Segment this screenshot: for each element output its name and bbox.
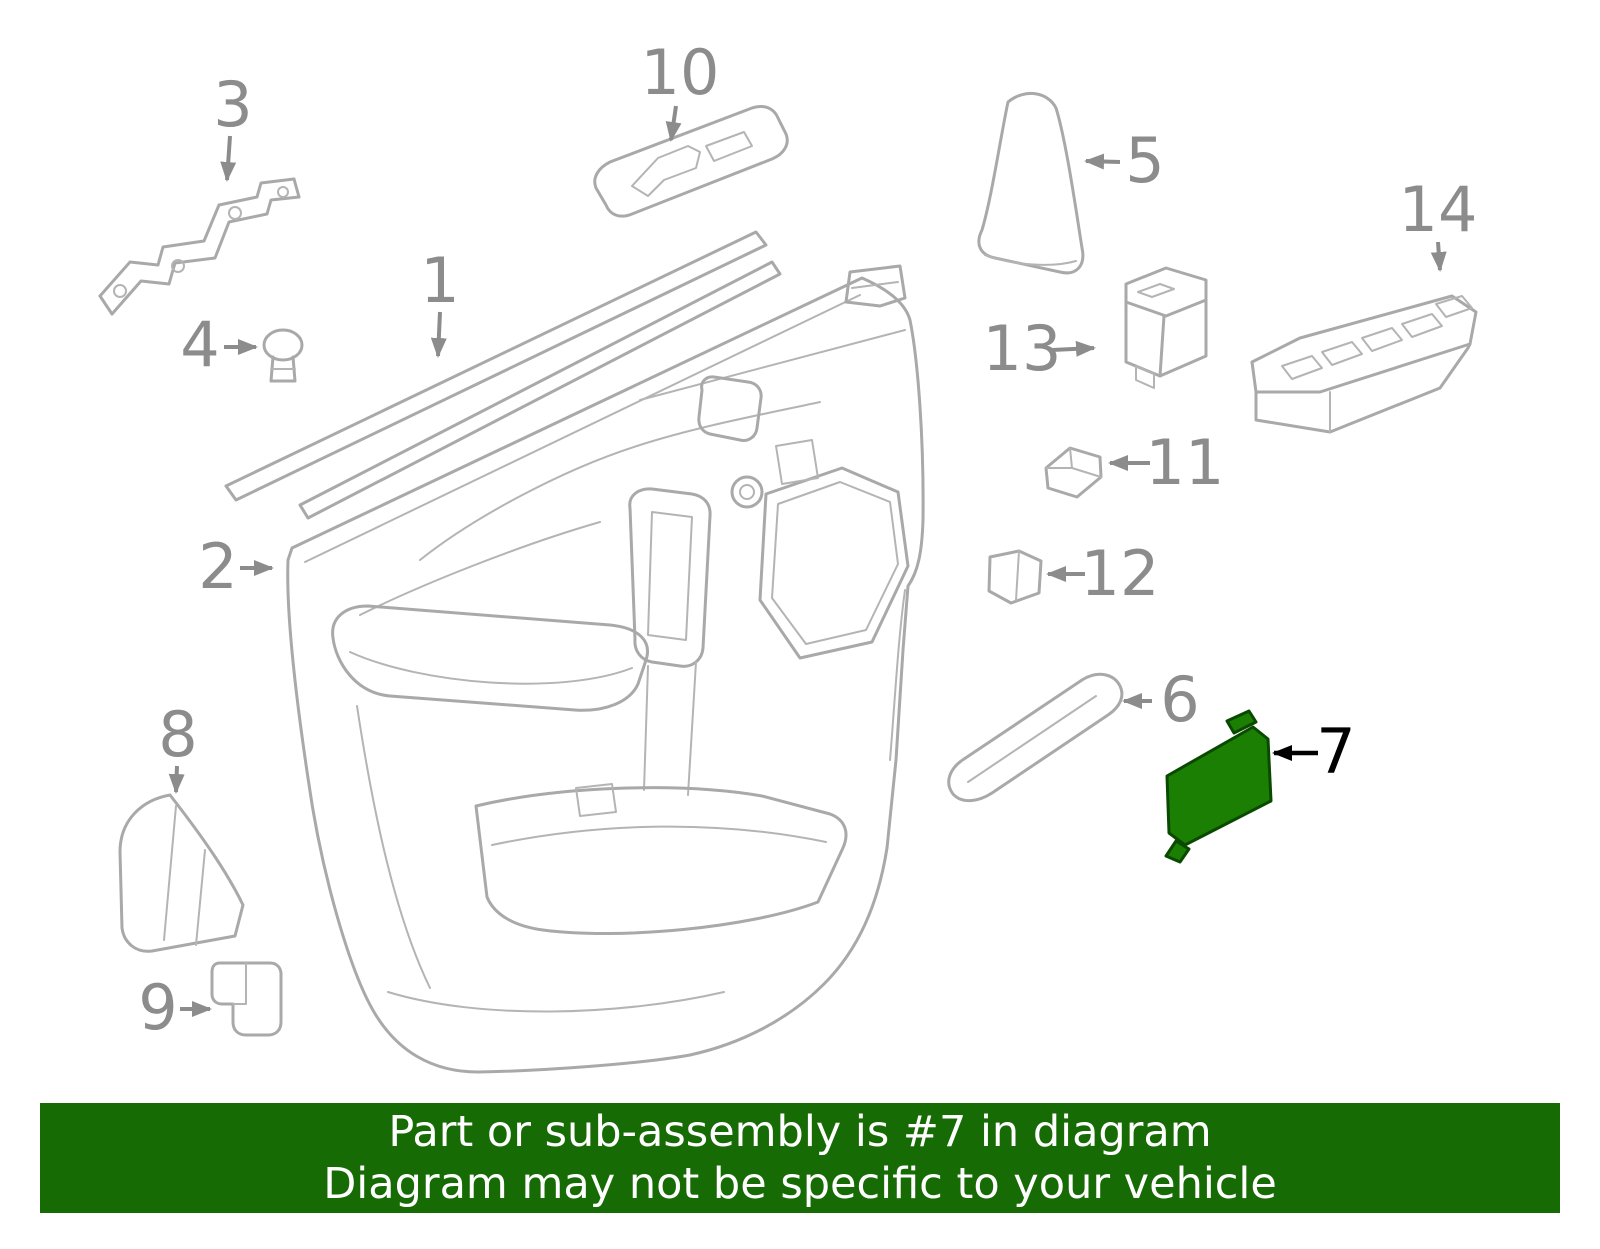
callout-3-arrow	[220, 135, 237, 182]
part-9-clip-bracket	[210, 961, 283, 1037]
callout-4-label: 4	[180, 308, 219, 381]
part-3-bracket	[98, 177, 301, 316]
part-5-pillar-trim	[977, 92, 1085, 275]
callout-5-label: 5	[1125, 124, 1164, 197]
callout-9-label: 9	[138, 971, 177, 1044]
callout-1-arrow	[430, 311, 447, 358]
part-13-switch	[1124, 266, 1208, 389]
callout-8-label: 8	[158, 698, 197, 771]
callout-10-arrow	[665, 105, 682, 142]
part-8-cowl-trim	[118, 793, 245, 953]
part-12-clip	[987, 549, 1043, 605]
part-14-switch-assembly	[1250, 294, 1478, 434]
callout-2-label: 2	[198, 530, 237, 603]
part-7-highlighted-part	[1164, 709, 1273, 864]
callout-5-arrow	[1084, 153, 1121, 170]
part-1-weatherstrip	[224, 230, 782, 520]
part-10-switch-bezel	[593, 104, 789, 218]
callout-11-label: 11	[1146, 426, 1225, 499]
callout-13-arrow	[1051, 340, 1096, 357]
callout-14-label: 14	[1399, 173, 1478, 246]
callout-14-arrow	[1430, 241, 1447, 272]
callout-12-label: 12	[1081, 537, 1160, 610]
callout-6-label: 6	[1160, 663, 1199, 736]
callout-10-label: 10	[641, 36, 720, 109]
part-4-clip	[262, 328, 304, 383]
callout-13-label: 13	[983, 312, 1062, 385]
callout-1-label: 1	[420, 244, 459, 317]
banner-line-1: Part or sub-assembly is #7 in diagram	[388, 1106, 1212, 1157]
part-2-door-trim-panel	[286, 264, 925, 1074]
callout-7-label: 7	[1316, 715, 1355, 788]
part-11-clip	[1044, 446, 1103, 499]
callout-3-label: 3	[213, 68, 252, 141]
banner-line-2: Diagram may not be specific to your vehi…	[323, 1159, 1277, 1209]
info-banner: Part or sub-assembly is #7 in diagram Di…	[40, 1103, 1560, 1213]
part-6-pull-handle	[947, 672, 1124, 803]
callout-8-arrow	[168, 765, 185, 794]
